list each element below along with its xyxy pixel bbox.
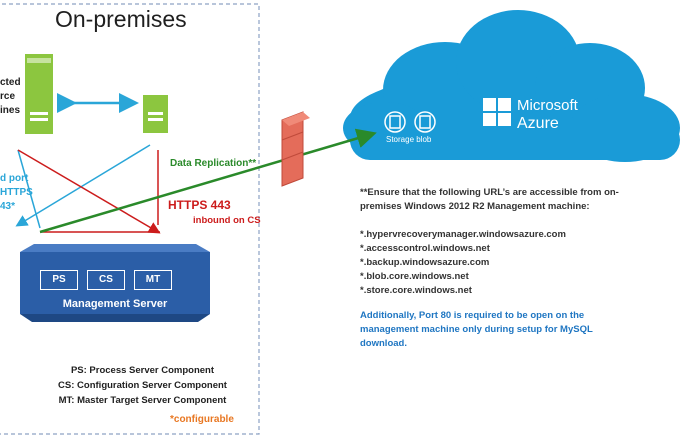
red-arrow-diagonal [17,149,161,234]
target-server-icon [143,95,168,133]
source-label-line3: ines [0,105,21,116]
port-label-line3: 43* [0,201,16,212]
legend-ps: PS: Process Server Component [70,365,215,376]
on-premises-boundary [0,3,260,435]
url-item: *.accesscontrol.windows.net [360,243,490,254]
storage-blob-icon [384,111,436,133]
legend-cs: CS: Configuration Server Component [58,380,227,391]
https-443-label: HTTPS 443 [168,198,231,212]
url-item: *.blob.core.windows.net [360,271,469,282]
port80-note-line3: download. [360,338,407,349]
ps-component-box: PS [40,270,78,290]
configurable-note: *configurable [170,414,234,425]
firewall-icon [281,111,310,187]
data-replication-label: Data Replication** [170,158,257,169]
port-label-line2: HTTPS [0,187,33,198]
port-label-line1: d port [0,173,29,184]
azure-brand-text: Azure [517,115,559,132]
cs-component-box: CS [87,270,125,290]
management-server-label: Management Server [62,298,168,310]
url-item: *.store.core.windows.net [360,285,472,296]
blue-arrow-left [17,149,41,229]
source-label-line2: rce [0,91,16,102]
note-intro-line1: **Ensure that the following URL’s are ac… [360,187,619,198]
management-server-icon [20,244,210,322]
port80-note-line2: management machine only during setup for… [360,324,593,335]
mt-component-box: MT [134,270,172,290]
note-intro-line2: premises Windows 2012 R2 Management mach… [360,201,590,212]
url-item: *.backup.windowsazure.com [360,257,490,268]
url-item: *.hypervrecoverymanager.windowsazure.com [360,229,566,240]
storage-blob-label: Storage blob [386,135,432,144]
microsoft-brand-text: Microsoft [517,97,578,114]
port80-note-line1: Additionally, Port 80 is required to be … [360,310,585,321]
data-replication-arrow [39,128,377,234]
blue-arrow-diagonal [15,144,151,227]
page-title: On-premises [55,6,187,32]
source-server-icon [25,54,53,134]
microsoft-logo-icon [483,98,511,126]
legend-mt: MT: Master Target Server Component [58,395,227,406]
source-label-line1: cted [0,77,21,88]
inbound-on-cs-label: inbound on CS [193,215,261,226]
